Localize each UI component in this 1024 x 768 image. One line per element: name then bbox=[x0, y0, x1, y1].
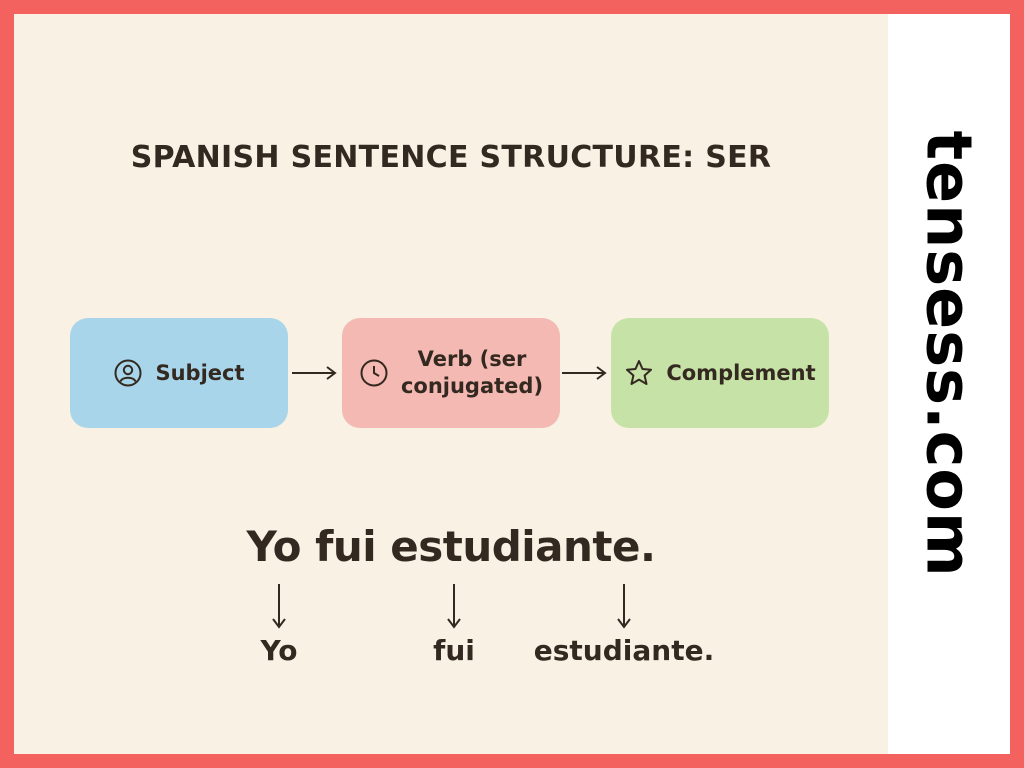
clock-icon bbox=[359, 358, 389, 388]
down-arrow-1 bbox=[272, 584, 286, 629]
subject-box: Subject bbox=[70, 318, 288, 428]
sentence-part-subject: Yo bbox=[260, 634, 298, 667]
brand-strip: tensess.com bbox=[888, 14, 1010, 754]
verb-label-line-2: conjugated) bbox=[400, 374, 544, 398]
flow-arrow-1 bbox=[292, 366, 337, 380]
subject-label: Subject bbox=[155, 360, 245, 385]
complement-label: Complement bbox=[666, 360, 816, 385]
example-sentence: Yo fui estudiante. bbox=[246, 522, 656, 571]
verb-label-line-1: Verb (ser bbox=[417, 347, 527, 371]
complement-box: Complement bbox=[611, 318, 829, 428]
diagram-title: SPANISH SENTENCE STRUCTURE: SER bbox=[130, 140, 772, 175]
sentence-part-complement: estudiante. bbox=[533, 634, 715, 667]
brand-watermark: tensess.com bbox=[912, 130, 986, 578]
down-arrow-3 bbox=[617, 584, 631, 629]
flow-arrow-2 bbox=[562, 366, 607, 380]
diagram-canvas: SPANISH SENTENCE STRUCTURE: SER Subject bbox=[14, 14, 888, 754]
verb-label: Verb (ser conjugated) bbox=[401, 346, 543, 400]
verb-box: Verb (ser conjugated) bbox=[342, 318, 560, 428]
image-frame: SPANISH SENTENCE STRUCTURE: SER Subject bbox=[14, 14, 1010, 754]
sentence-part-verb: fui bbox=[433, 634, 475, 667]
down-arrow-2 bbox=[447, 584, 461, 629]
person-icon bbox=[113, 358, 143, 388]
star-icon bbox=[624, 358, 654, 388]
